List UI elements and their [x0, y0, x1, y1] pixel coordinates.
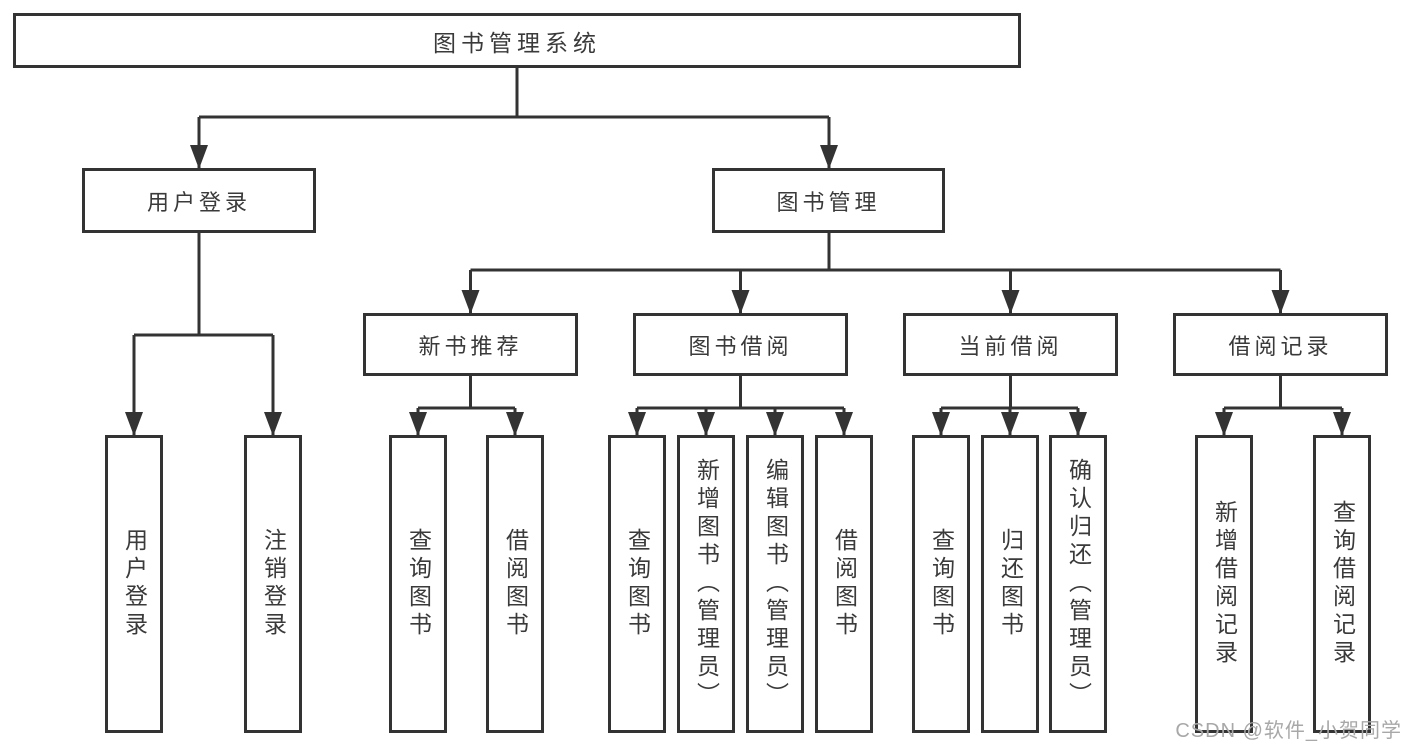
leaf-cb-confirm-return-label: 确认归还（管理员）	[1065, 458, 1092, 710]
node-book-management: 图书管理	[712, 168, 945, 233]
connector-current-borrow-trunk	[941, 376, 1078, 410]
connector-book-management-trunk	[470, 233, 1281, 272]
leaf-nbr-query-books: 查询图书	[389, 435, 447, 733]
leaf-bb-add-books-label: 新增图书（管理员）	[693, 458, 720, 710]
leaf-br-query-record: 查询借阅记录	[1313, 435, 1371, 733]
node-new-book-recommend-label: 新书推荐	[418, 333, 523, 359]
leaf-nbr-borrow-books-label: 借阅图书	[502, 528, 529, 640]
leaf-bb-query-books: 查询图书	[608, 435, 666, 733]
node-root-system: 图书管理系统	[13, 13, 1021, 68]
node-user-login: 用户登录	[82, 168, 316, 233]
leaf-bb-add-books: 新增图书（管理员）	[677, 435, 735, 733]
csdn-watermark: CSDN @软件_小贺同学	[1175, 720, 1402, 742]
leaf-cb-query-books: 查询图书	[912, 435, 970, 733]
leaf-user-login: 用户登录	[105, 435, 163, 733]
leaf-cb-confirm-return: 确认归还（管理员）	[1049, 435, 1107, 733]
node-root-label: 图书管理系统	[433, 29, 601, 56]
node-user-login-label: 用户登录	[146, 189, 251, 215]
connector-book-borrow-trunk	[637, 376, 844, 410]
node-current-borrow: 当前借阅	[903, 313, 1118, 376]
leaf-bb-query-books-label: 查询图书	[624, 528, 651, 640]
leaf-user-login-label: 用户登录	[121, 528, 148, 640]
connector-new-book-recommend-trunk	[418, 376, 515, 410]
leaf-br-add-record: 新增借阅记录	[1195, 435, 1253, 733]
leaf-logout: 注销登录	[244, 435, 302, 733]
leaf-br-add-record-label: 新增借阅记录	[1211, 500, 1238, 668]
node-book-borrow: 图书借阅	[633, 313, 848, 376]
connector-user-login-trunk	[134, 233, 273, 337]
connector-root-trunk	[199, 68, 829, 119]
node-book-borrow-label: 图书借阅	[688, 333, 793, 359]
node-new-book-recommend: 新书推荐	[363, 313, 578, 376]
node-borrow-records: 借阅记录	[1173, 313, 1388, 376]
leaf-bb-borrow-books-label: 借阅图书	[831, 528, 858, 640]
connector-borrow-records-trunk	[1224, 376, 1342, 410]
leaf-bb-borrow-books: 借阅图书	[815, 435, 873, 733]
leaf-cb-return-books-label: 归还图书	[997, 528, 1024, 640]
leaf-nbr-query-books-label: 查询图书	[405, 528, 432, 640]
node-borrow-records-label: 借阅记录	[1228, 333, 1333, 359]
node-book-management-label: 图书管理	[776, 189, 881, 215]
leaf-br-query-record-label: 查询借阅记录	[1329, 500, 1356, 668]
node-current-borrow-label: 当前借阅	[958, 333, 1063, 359]
leaf-bb-edit-books-label: 编辑图书（管理员）	[762, 458, 789, 710]
leaf-bb-edit-books: 编辑图书（管理员）	[746, 435, 804, 733]
leaf-cb-return-books: 归还图书	[981, 435, 1039, 733]
leaf-logout-label: 注销登录	[260, 528, 287, 640]
leaf-nbr-borrow-books: 借阅图书	[486, 435, 544, 733]
leaf-cb-query-books-label: 查询图书	[928, 528, 955, 640]
